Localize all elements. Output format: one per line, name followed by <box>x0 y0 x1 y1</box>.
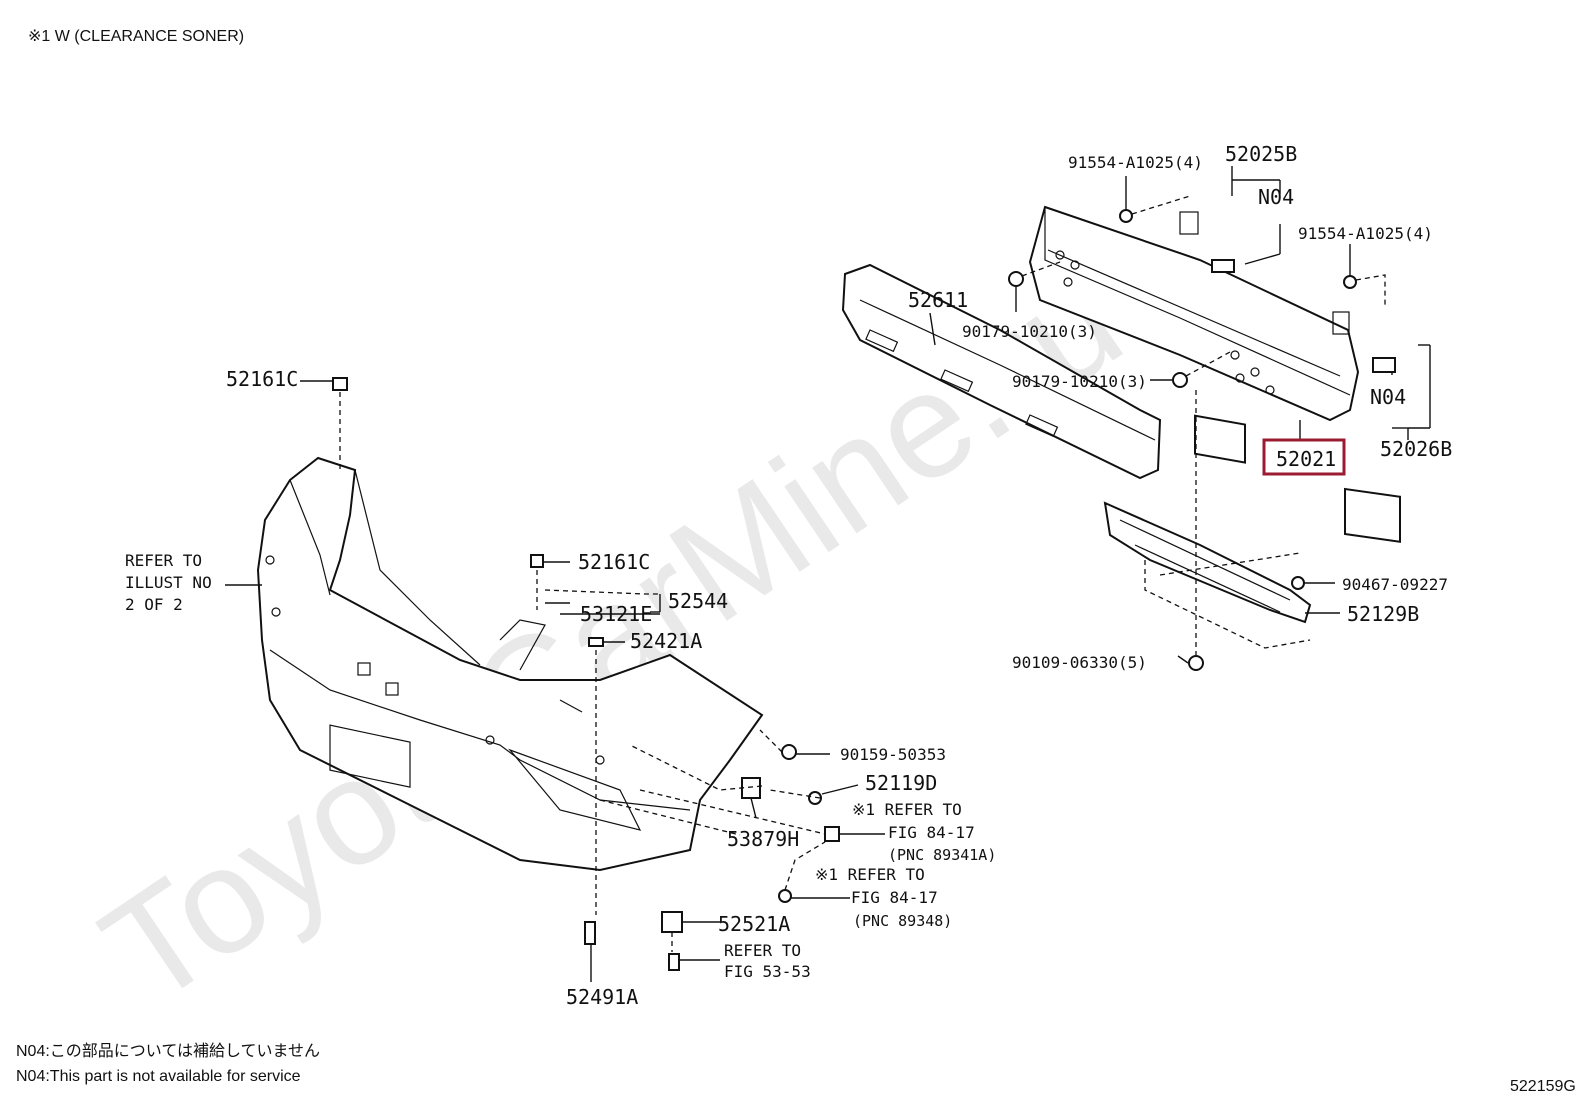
bolt-icon <box>808 791 822 805</box>
label-90179-10210-b: 90179-10210(3) <box>1012 372 1147 391</box>
grommet-icon <box>588 637 604 647</box>
refer-8417b-line1: ※1 REFER TO <box>815 865 925 884</box>
nut-icon <box>1172 372 1188 388</box>
label-90179-10210-a: 90179-10210(3) <box>962 322 1097 341</box>
footer-note-english: N04:This part is not available for servi… <box>16 1068 301 1085</box>
leader-lines-right <box>929 166 1431 664</box>
label-52161c-mid: 52161C <box>578 550 650 574</box>
figure-code: 522159G <box>1510 1078 1576 1095</box>
refer-8417b-line3: (PNC 89348) <box>853 912 952 930</box>
label-52544: 52544 <box>668 589 728 613</box>
sensor-icon <box>778 889 792 903</box>
clip-icon <box>530 554 544 568</box>
label-90159-50353: 90159-50353 <box>840 745 946 764</box>
label-52521a: 52521A <box>718 912 790 936</box>
label-52161c-top: 52161C <box>226 367 298 391</box>
bolt-icon <box>1343 275 1357 289</box>
label-52021[interactable]: 52021 <box>1276 447 1336 471</box>
label-52421a: 52421A <box>630 629 702 653</box>
footer-note-japanese: N04:この部品については補給していません <box>16 1042 320 1060</box>
refer-8417a-line3: (PNC 89341A) <box>888 846 996 864</box>
bracket-52025b-drawing <box>1179 211 1246 464</box>
refer-8417a-line1: ※1 REFER TO <box>852 800 962 819</box>
leader-lines-left <box>225 380 885 982</box>
refer-illust-line1: REFER TO <box>125 551 202 570</box>
clip-icon <box>1291 576 1305 590</box>
label-53121e: 53121E <box>580 602 652 626</box>
sensor-icon <box>824 826 840 842</box>
label-91554-a1025-top: 91554-A1025(4) <box>1068 153 1203 172</box>
refer-illust-line3: 2 OF 2 <box>125 595 183 614</box>
refer-5353-line2: FIG 53-53 <box>724 962 811 981</box>
label-52026b: 52026B <box>1380 437 1452 461</box>
bolt-icon <box>668 953 680 971</box>
label-53879h: 53879H <box>727 827 799 851</box>
label-91554-a1025-right: 91554-A1025(4) <box>1298 224 1433 243</box>
highlight-box <box>1262 438 1346 476</box>
retainer-icon <box>741 777 761 799</box>
bumper-cover-drawing <box>256 456 764 872</box>
bracket-icon <box>661 911 683 933</box>
label-90109-06330: 90109-06330(5) <box>1012 653 1147 672</box>
label-52129b: 52129B <box>1347 602 1419 626</box>
bolt-icon <box>584 921 596 945</box>
bolt-icon <box>1188 655 1204 671</box>
nut-icon <box>1008 271 1024 287</box>
refer-8417a-line2: FIG 84-17 <box>888 823 975 842</box>
bolt-icon <box>1119 209 1133 223</box>
label-52025b: 52025B <box>1225 142 1297 166</box>
clip-icon <box>332 377 348 391</box>
header-note: ※1 W (CLEARANCE SONER) <box>28 28 244 45</box>
bracket-52026b-drawing <box>1332 311 1401 543</box>
energy-absorber-drawing <box>841 263 1162 480</box>
bumper-reinforcement-drawing <box>1028 205 1360 422</box>
label-90467-09227: 90467-09227 <box>1342 575 1448 594</box>
label-n04-top: N04 <box>1258 185 1294 209</box>
refer-5353-line1: REFER TO <box>724 941 801 960</box>
refer-8417b-line2: FIG 84-17 <box>851 888 938 907</box>
lower-bracket-52129b-drawing <box>1103 501 1312 624</box>
label-52611: 52611 <box>908 288 968 312</box>
refer-illust-line2: ILLUST NO <box>125 573 212 592</box>
label-52119d: 52119D <box>865 771 937 795</box>
label-n04-right: N04 <box>1370 385 1406 409</box>
bolt-icon <box>781 744 797 760</box>
label-52491a: 52491A <box>566 985 638 1009</box>
